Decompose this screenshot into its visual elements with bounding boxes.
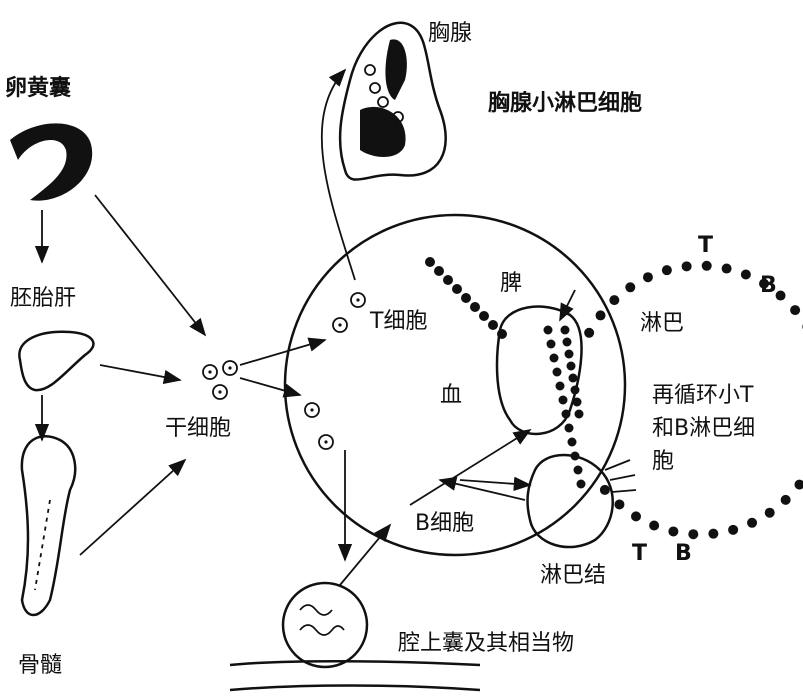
lymphocyte-dot <box>794 479 803 490</box>
lymphocyte-dot <box>564 349 574 359</box>
lymphocyte-dot <box>649 520 660 531</box>
label-b-bottom: B <box>675 541 692 566</box>
lymphocyte-dot <box>609 295 620 306</box>
lymphocyte-dot <box>561 409 571 419</box>
cell <box>350 292 366 308</box>
lymphocyte-dot <box>759 278 769 289</box>
lymphocyte-dot <box>570 385 580 395</box>
spleen-shape <box>495 305 583 436</box>
lymphocyte-dot <box>567 437 577 447</box>
label-blood: 血 <box>440 383 462 408</box>
lymphocyte-dot <box>764 507 775 518</box>
label-t-top: T <box>698 233 713 258</box>
lymphocyte-dot <box>775 290 786 301</box>
lymphocyte-dot <box>668 526 679 537</box>
lymphocyte-dot <box>479 311 489 321</box>
lymphocyte-dot <box>631 511 641 522</box>
label-spleen: 脾 <box>500 271 522 296</box>
lymphocyte-dot <box>780 494 791 505</box>
cell <box>212 384 228 400</box>
lymphocyte-dot <box>595 310 606 321</box>
label-b-cell: B细胞 <box>415 511 474 536</box>
lymphocyte-dot <box>721 263 732 274</box>
lymphocyte-dot <box>661 265 672 276</box>
lymphocyte-dot <box>642 272 653 283</box>
cell-nucleus <box>324 440 328 444</box>
lymphocyte-dot <box>625 282 636 293</box>
lymphocyte-dot <box>790 305 801 316</box>
lymphocyte-dot <box>434 266 444 276</box>
lymphocyte-dot <box>470 302 480 312</box>
lymphocyte-dot <box>543 325 553 335</box>
cell <box>318 434 334 450</box>
lymphocyte-dot <box>461 293 471 303</box>
label-recirculating-line3: 胞 <box>652 449 674 474</box>
label-lymph-node: 淋巴结 <box>540 563 606 588</box>
label-stem-cell: 干细胞 <box>165 416 231 441</box>
lymphocyte-dot <box>614 499 625 510</box>
bone-marrow-shape <box>20 435 77 617</box>
lymphocyte-dot <box>599 484 610 495</box>
lymphocyte-dot <box>584 327 595 338</box>
lymphocyte-dot <box>562 337 572 347</box>
label-bursa: 腔上囊及其相当物 <box>398 631 574 656</box>
lymphocyte-dot <box>708 528 719 539</box>
lymphocyte-dot <box>560 325 570 335</box>
lymphocyte-dot <box>488 320 498 330</box>
arrows <box>34 68 576 586</box>
lymphocyte-dot <box>558 395 568 405</box>
stem-cells-and-lymphocytes <box>202 292 366 450</box>
lymphocyte-dot <box>747 517 758 528</box>
lymphocyte-dot <box>552 367 562 377</box>
cell <box>202 364 218 380</box>
cell-nucleus <box>310 408 314 412</box>
cell-nucleus <box>208 370 212 374</box>
lymphocyte-dot <box>568 373 578 383</box>
lymphocyte-dot <box>728 524 739 535</box>
lymphocyte-dot <box>740 269 751 280</box>
lymphocyte-dot <box>701 260 712 271</box>
lymphocyte-dot <box>546 339 556 349</box>
lymphocyte-dot <box>555 381 565 391</box>
label-lymph: 淋巴 <box>640 311 684 336</box>
lymphocyte-dot <box>564 423 574 433</box>
label-recirculating-line1: 再循环小T <box>652 383 754 408</box>
label-recirculating-line2: 和B淋巴细 <box>652 416 755 441</box>
lymphocyte-dot <box>688 529 699 540</box>
cell <box>222 360 238 376</box>
label-bone-marrow: 骨髓 <box>18 653 62 678</box>
cell-nucleus <box>338 323 342 327</box>
lymphocyte-dot <box>572 397 582 407</box>
lymphocyte-dot <box>681 261 692 272</box>
label-t-cell: T细胞 <box>369 309 427 334</box>
lymphocyte-dot <box>574 409 584 419</box>
cell <box>304 402 320 418</box>
label-t-bottom: T <box>632 541 647 566</box>
lymphocyte-dot <box>570 451 580 461</box>
lymphocyte-dot <box>573 465 583 475</box>
lymphocyte-dot <box>452 284 462 294</box>
lymphocyte-dot <box>425 257 435 267</box>
thymus-shape <box>338 21 447 181</box>
fetal-liver-shape <box>18 330 95 392</box>
label-b-top: B <box>760 273 777 298</box>
label-yolk-sac: 卵黄囊 <box>5 75 71 101</box>
cell <box>332 317 348 333</box>
label-thymic-lymphocyte: 胸腺小淋巴细胞 <box>488 90 642 116</box>
lymphocyte-dot <box>549 353 559 363</box>
cell-nucleus <box>356 298 360 302</box>
lymphocyte-dot <box>497 329 507 339</box>
lymphocyte-dot <box>443 275 453 285</box>
cell-nucleus <box>228 366 232 370</box>
label-thymus: 胸腺 <box>428 21 472 46</box>
label-fetal-liver: 胚胎肝 <box>10 286 76 311</box>
cell-nucleus <box>218 390 222 394</box>
yolk-sac-shape <box>10 123 93 201</box>
lymphocyte-dot-paths <box>425 257 803 540</box>
lymphocyte-dot <box>576 479 586 489</box>
bursa-shape <box>229 581 481 692</box>
lymphocyte-dot <box>566 361 576 371</box>
